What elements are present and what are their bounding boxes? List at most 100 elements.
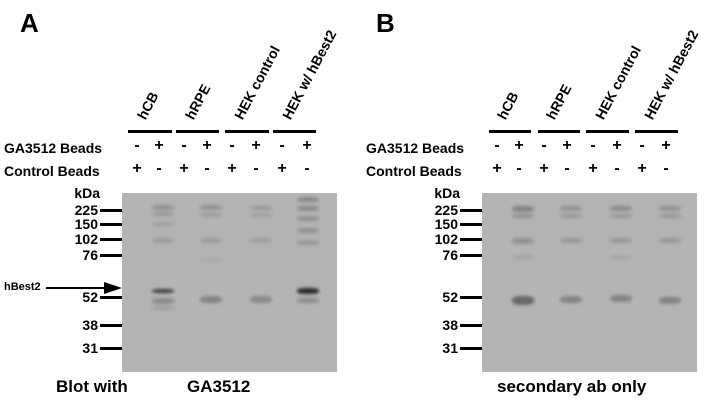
- protein-band: [250, 296, 272, 303]
- protein-band: [200, 205, 222, 210]
- marker-tick: [460, 209, 482, 212]
- row-label: GA3512 Beads: [366, 140, 465, 156]
- lane-label: hCB: [493, 89, 522, 122]
- lane-bar: [538, 130, 580, 133]
- protein-band: [512, 206, 534, 212]
- marker-tick: [460, 223, 482, 226]
- sign-mark: +: [661, 137, 671, 154]
- sign-mark: +: [612, 137, 622, 154]
- marker-label: 102: [434, 231, 458, 247]
- protein-band: [200, 258, 222, 261]
- blot-image: [482, 193, 697, 372]
- sign-mark: +: [154, 137, 164, 154]
- protein-band: [560, 238, 582, 243]
- protein-band: [152, 306, 174, 310]
- marker-tick: [100, 223, 122, 226]
- protein-band: [152, 238, 174, 243]
- protein-band: [560, 214, 582, 218]
- sign-mark: -: [304, 160, 310, 177]
- marker-label: 150: [434, 216, 458, 232]
- lane-bar: [273, 130, 316, 133]
- protein-band: [560, 206, 582, 211]
- caption-left: Blot with: [56, 377, 128, 396]
- marker-label: 225: [434, 202, 458, 218]
- marker-tick: [100, 238, 122, 241]
- marker-tick: [460, 347, 482, 350]
- caption: secondary ab only: [497, 377, 647, 396]
- sign-mark: -: [279, 137, 285, 154]
- lane-bar: [176, 130, 219, 133]
- sign-mark: +: [514, 137, 524, 154]
- arrow-icon: [46, 287, 106, 289]
- protein-band: [512, 296, 534, 305]
- protein-band: [297, 197, 319, 202]
- protein-band: [659, 297, 681, 304]
- protein-band: [250, 206, 272, 210]
- lane-label: hRPE: [181, 81, 214, 122]
- marker-tick: [100, 347, 122, 350]
- protein-band: [200, 213, 222, 217]
- lane-label: HEK w/ hBest2: [640, 27, 701, 122]
- protein-band: [610, 206, 632, 211]
- marker-label: 76: [442, 247, 458, 263]
- marker-label: 225: [74, 202, 98, 218]
- marker-label: 102: [74, 231, 98, 247]
- lane-label: hCB: [133, 89, 162, 122]
- protein-band: [512, 238, 534, 244]
- sign-mark: -: [156, 160, 162, 177]
- sign-mark: -: [590, 137, 596, 154]
- sign-mark: -: [181, 137, 187, 154]
- marker-tick: [100, 209, 122, 212]
- sign-mark: -: [541, 137, 547, 154]
- kda-label: kDa: [74, 185, 100, 201]
- sign-mark: +: [251, 137, 261, 154]
- blot-image: [122, 193, 337, 372]
- protein-band: [610, 295, 632, 302]
- lane-label: HEK control: [591, 43, 644, 123]
- sign-mark: +: [179, 160, 189, 177]
- marker-label: 52: [82, 289, 98, 305]
- row-label: Control Beads: [366, 163, 462, 179]
- marker-label: 76: [82, 247, 98, 263]
- protein-band: [297, 228, 319, 233]
- protein-band: [152, 222, 174, 226]
- protein-band: [152, 289, 174, 293]
- protein-band: [297, 298, 319, 303]
- sign-mark: +: [562, 137, 572, 154]
- marker-tick: [100, 296, 122, 299]
- marker-tick: [460, 254, 482, 257]
- sign-mark: -: [229, 137, 235, 154]
- sign-mark: +: [132, 160, 142, 177]
- sign-mark: -: [614, 160, 620, 177]
- protein-band: [659, 214, 681, 218]
- marker-label: 150: [74, 216, 98, 232]
- marker-tick: [460, 238, 482, 241]
- protein-band: [297, 288, 319, 294]
- sign-mark: +: [539, 160, 549, 177]
- protein-band: [152, 212, 174, 216]
- protein-band: [152, 205, 174, 210]
- lane-bar: [225, 130, 269, 133]
- marker-label: 38: [82, 317, 98, 333]
- protein-band: [610, 214, 632, 218]
- lane-bar: [128, 130, 172, 133]
- protein-band: [512, 214, 534, 218]
- sign-mark: +: [277, 160, 287, 177]
- lane-label: HEK control: [230, 43, 283, 123]
- marker-tick: [460, 296, 482, 299]
- protein-band: [659, 238, 681, 243]
- arrow-label: hBest2: [4, 281, 41, 293]
- protein-band: [200, 296, 222, 303]
- row-label: GA3512 Beads: [4, 140, 103, 156]
- sign-mark: -: [134, 137, 140, 154]
- sign-mark: -: [663, 160, 669, 177]
- sign-mark: +: [588, 160, 598, 177]
- panel-letter: A: [20, 8, 39, 38]
- kda-label: kDa: [434, 185, 460, 201]
- protein-band: [297, 240, 319, 245]
- protein-band: [152, 298, 174, 304]
- lane-label: HEK w/ hBest2: [278, 27, 339, 122]
- lane-label: hRPE: [542, 81, 575, 122]
- protein-band: [200, 238, 222, 243]
- protein-band: [560, 296, 582, 303]
